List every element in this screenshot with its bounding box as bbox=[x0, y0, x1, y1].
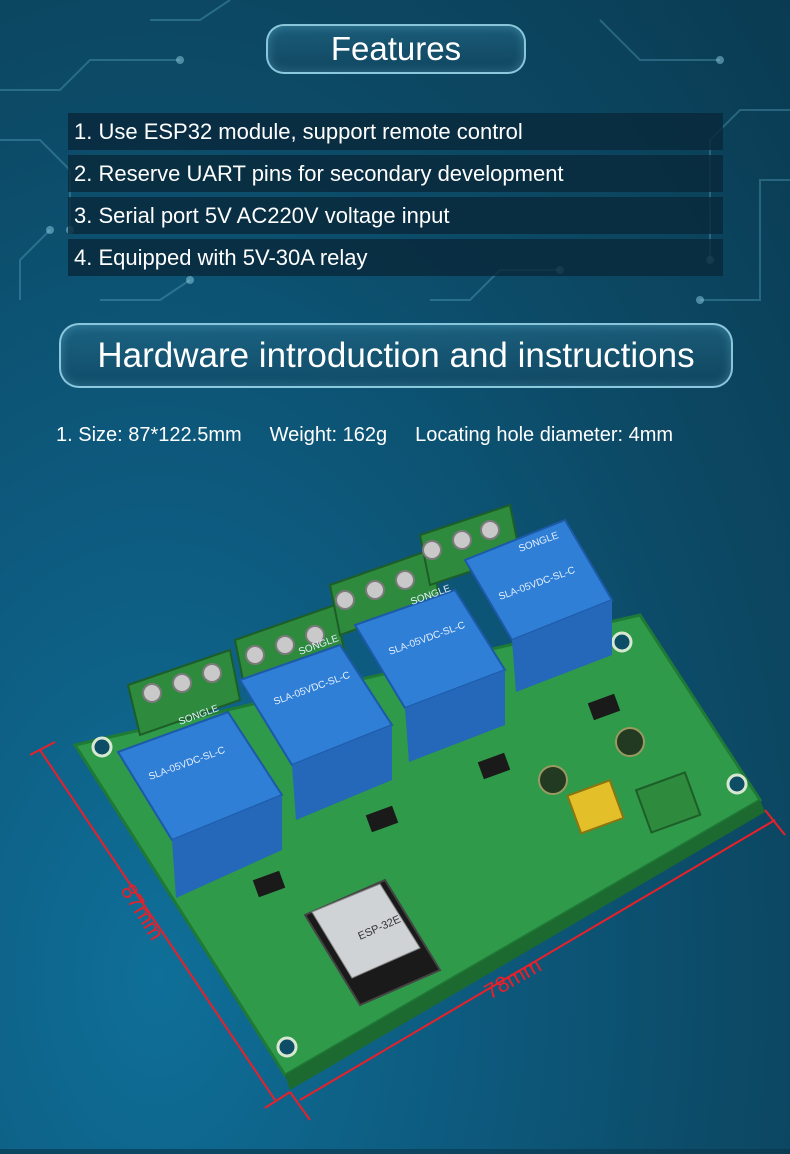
feature-item-1: 1. Use ESP32 module, support remote cont… bbox=[68, 113, 723, 150]
power-terminal bbox=[634, 771, 702, 834]
mounting-holes bbox=[91, 631, 748, 1058]
relay-2: SONGLE SLA-05VDC-SL-C bbox=[238, 633, 394, 820]
relay-board-illustration: SONGLE SLA-05VDC-SL-C SONGLE SLA-05VDC-S… bbox=[29, 503, 786, 1121]
hardware-title-text: Hardware introduction and instructions bbox=[97, 335, 695, 375]
dimension-lines bbox=[29, 741, 786, 1121]
relay-1: SONGLE SLA-05VDC-SL-C bbox=[116, 703, 284, 898]
feature-item-3: 3. Serial port 5V AC220V voltage input bbox=[68, 197, 723, 234]
features-title-text: Features bbox=[330, 30, 462, 67]
product-image: SONGLE SLA-05VDC-SL-C SONGLE SLA-05VDC-S… bbox=[0, 480, 790, 1149]
dimension-height: 87mm bbox=[116, 879, 170, 944]
capacitor-2 bbox=[538, 765, 568, 795]
feature-item-4: 4. Equipped with 5V-30A relay bbox=[68, 239, 723, 276]
spec-hole: Locating hole diameter: 4mm bbox=[415, 424, 674, 446]
hardware-title: Hardware introduction and instructions bbox=[59, 323, 733, 388]
relay-4: SONGLE SLA-05VDC-SL-C bbox=[463, 518, 614, 692]
transformer bbox=[566, 779, 625, 835]
spec-size: 1. Size: 87*122.5mm bbox=[56, 424, 242, 446]
spec-line: 1. Size: 87*122.5mm Weight: 162g Locatin… bbox=[56, 424, 673, 447]
esp32-module: ESP-32E bbox=[303, 878, 442, 1007]
feature-item-2: 2. Reserve UART pins for secondary devel… bbox=[68, 155, 723, 192]
features-title: Features bbox=[266, 24, 526, 74]
spec-weight: Weight: 162g bbox=[269, 424, 388, 446]
relay-3: SONGLE SLA-05VDC-SL-C bbox=[353, 583, 507, 762]
capacitor-1 bbox=[615, 727, 645, 757]
